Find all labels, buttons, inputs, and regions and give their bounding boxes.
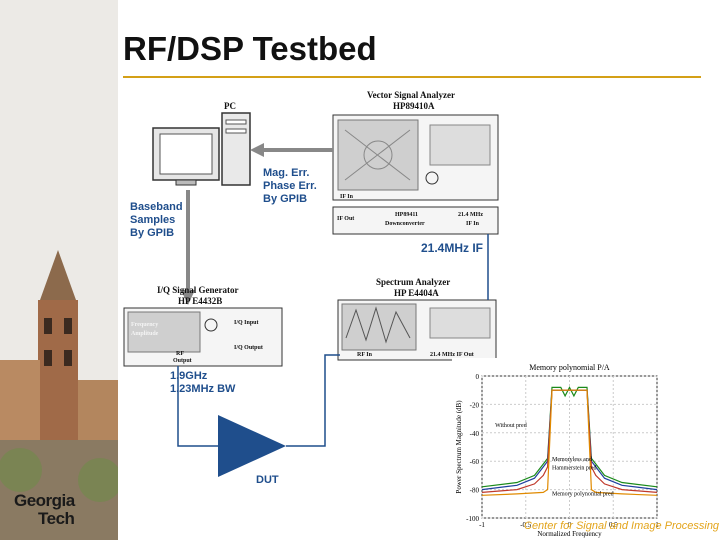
- chart-y-tick-label: 0: [476, 373, 480, 381]
- chart-annotation: Hammerstein pred: [552, 466, 596, 472]
- downconverter-freq: 21.4 MHz: [458, 212, 483, 218]
- downconverter-ifout: IF Out: [337, 216, 355, 222]
- chart-x-tick-label: -0.5: [520, 521, 532, 529]
- sa-model: HP E4404A: [394, 288, 439, 298]
- iq-rf: RF: [176, 351, 184, 357]
- chart-series-line-0: [481, 386, 658, 488]
- baseband-label-1: Baseband: [130, 201, 183, 213]
- memory-polynomial-chart: 0 -20 -40 -60 -80 -100-1 -0.5 0 0.5 1 Memory polyn…: [452, 358, 692, 538]
- rf-freq-label: 1.9GHz: [170, 370, 208, 382]
- baseband-label-3: By GPIB: [130, 227, 175, 239]
- downconverter-sub: Downconverter: [385, 221, 425, 227]
- slide-title: RF/DSP Testbed: [123, 30, 377, 67]
- pc-label: PC: [224, 101, 236, 111]
- if-label: 21.4MHz IF: [421, 241, 484, 255]
- chart-y-tick-label: -20: [470, 401, 480, 409]
- chart-y-tick-label: -100: [466, 515, 479, 523]
- chart-y-tick-label: -80: [470, 487, 480, 495]
- tower-illustration: [0, 0, 118, 540]
- iq-title: I/Q Signal Generator: [157, 285, 239, 295]
- logo-line2: Tech: [38, 509, 75, 528]
- iq-ampl: Amplitude: [131, 331, 159, 337]
- iq-model: HP E4432B: [178, 296, 223, 306]
- title-rule: [123, 76, 701, 78]
- spectrum-analyzer: [337, 299, 497, 361]
- iq-freq: Frequency: [131, 322, 159, 328]
- chart-x-axis-label: Normalized Frequency: [537, 530, 602, 538]
- dut-amplifier: [218, 415, 286, 477]
- sa-rf-in: RF In: [357, 352, 372, 358]
- footer-text: Center for Signal and Image Processing: [524, 520, 720, 532]
- iq-signal-generator: [123, 307, 283, 367]
- dut-label: DUT: [256, 474, 279, 486]
- iq-rf-out: Output: [173, 358, 192, 364]
- downconverter-model: HP89411: [395, 212, 419, 218]
- chart-y-tick-label: -40: [470, 430, 480, 438]
- chart-series-line-3: [481, 389, 658, 496]
- rf-bw-label: 1.23MHz BW: [170, 383, 236, 395]
- iq-output: I/Q Output: [234, 345, 263, 351]
- chart-annotation: Memory polynomial pred: [552, 491, 614, 497]
- mag-err-label: Mag. Err.: [263, 167, 310, 179]
- chart-y-axis-label: Power Spectrum Magnitude (dB): [455, 400, 463, 494]
- chart-y-tick-label: -60: [470, 458, 480, 466]
- sa-title: Spectrum Analyzer: [376, 277, 451, 287]
- gpib-label: By GPIB: [263, 193, 308, 205]
- chart-x-tick-label: -1: [479, 521, 485, 529]
- chart-x-tick-label: 0: [568, 521, 572, 529]
- iq-input: I/Q Input: [234, 320, 259, 326]
- vsa-title: Vector Signal Analyzer: [367, 90, 455, 100]
- vsa-if-in: IF In: [340, 194, 353, 200]
- chart-annotation: Without pred: [495, 423, 527, 429]
- chart-title: Memory polynomial P/A: [529, 363, 610, 372]
- downconverter-box: [332, 206, 499, 235]
- chart-x-tick-label: 1: [655, 521, 659, 529]
- downconverter-ifin: IF In: [466, 221, 479, 227]
- pc-computer: [152, 112, 251, 186]
- phase-err-label: Phase Err.: [263, 180, 317, 192]
- logo-line1: Georgia: [14, 491, 75, 510]
- chart-x-tick-label: 0.5: [609, 521, 618, 529]
- vsa-model: HP89410A: [393, 101, 435, 111]
- campus-sidebar: Georgia Tech: [0, 0, 118, 540]
- chart-annotation: Memoryless and: [552, 457, 592, 463]
- vector-signal-analyzer: [332, 114, 499, 201]
- sa-if-out: 21.4 MHz IF Out: [430, 352, 474, 358]
- georgia-tech-logo: Georgia Tech: [14, 492, 75, 528]
- baseband-label-2: Samples: [130, 214, 176, 226]
